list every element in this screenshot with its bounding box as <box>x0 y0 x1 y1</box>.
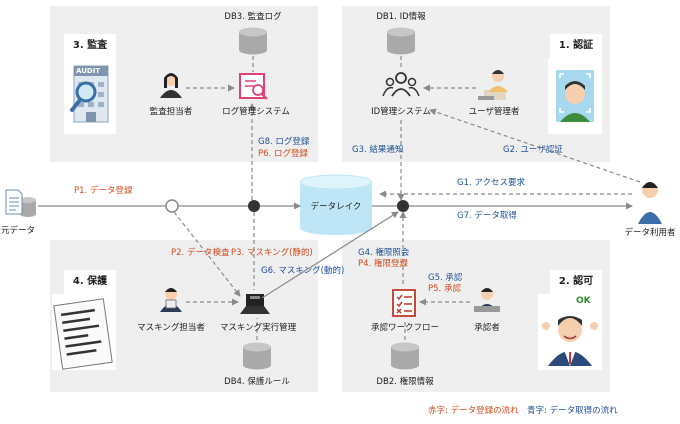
flow-g3-label: G3. 結果通知 <box>352 145 404 155</box>
db3-cylinder <box>239 27 267 55</box>
zone-authz-title-box <box>550 270 602 294</box>
db1-cylinder <box>387 27 415 55</box>
flow-g4-label: G4. 権限照会 <box>358 248 410 258</box>
zone-audit-title-box <box>64 34 116 58</box>
checklist-icon <box>392 289 416 317</box>
data-user-person-icon <box>638 182 662 224</box>
node-mask <box>248 200 260 212</box>
db4-label: DB4. 保護ルール <box>224 377 290 387</box>
db4-cylinder <box>243 342 271 370</box>
audit-badge-text: AUDIT <box>76 67 101 75</box>
db3-label: DB3. 監査ログ <box>224 12 282 22</box>
flow-g7-label: G7. データ取得 <box>457 211 517 221</box>
face-recognition-icon <box>556 70 594 122</box>
approver-person-icon <box>474 288 500 312</box>
zone-title-auth: 1. 認証 <box>558 40 594 51</box>
log-search-icon <box>239 73 268 100</box>
auditor-label: 監査担当者 <box>149 107 193 117</box>
source-data-label: 元データ <box>0 226 36 236</box>
ok-person-icon <box>542 316 598 366</box>
source-document-icon <box>5 189 23 215</box>
node-access <box>397 200 409 212</box>
source-data-cylinder <box>20 197 36 217</box>
legend-red: 赤字: データ登録の流れ <box>428 406 519 416</box>
ok-badge-text: OK <box>576 296 591 306</box>
db2-cylinder <box>391 342 419 370</box>
approval-wf-label: 承認ワークフロー <box>370 323 440 333</box>
data-user-label: データ利用者 <box>624 228 676 238</box>
zone-title-audit: 3. 監査 <box>72 40 108 51</box>
approver-label: 承認者 <box>474 323 500 333</box>
auditor-person-icon <box>160 73 182 98</box>
zone-protect-title-box <box>64 270 116 294</box>
magnifier-icon <box>70 81 97 112</box>
flow-p2-label: P2. データ検査 <box>171 248 230 258</box>
flow-g2-label: G2. ユーザ認証 <box>503 145 563 155</box>
flow-g8-label: G8. ログ登録 <box>258 137 310 147</box>
user-admin-label: ユーザ管理者 <box>468 107 520 117</box>
flow-arrows <box>38 56 641 340</box>
user-group-icon <box>382 72 420 97</box>
flow-g1-label: G1. アクセス要求 <box>457 178 525 188</box>
masking-admin-label: マスキング担当者 <box>137 323 205 333</box>
flow-g6-label: G6. マスキング(動的) <box>261 266 345 276</box>
zone-auth-title-box <box>550 34 602 58</box>
user-admin-person-icon <box>478 70 508 100</box>
flow-g5-label: G5. 承認 <box>428 273 463 283</box>
masked-document-icon <box>53 298 113 370</box>
legend-blue: 青字: データ取得の流れ <box>527 406 618 416</box>
flow-p4-label: P4. 権限登録 <box>358 259 408 269</box>
node-inspect <box>165 199 179 213</box>
log-mgmt-label: ログ管理システム <box>222 107 290 117</box>
flow-p5-label: P5. 承認 <box>428 284 461 294</box>
id-mgmt-label: ID管理システム <box>371 107 431 117</box>
masking-machine-icon <box>240 294 270 314</box>
zone-title-authz: 2. 認可 <box>558 276 594 287</box>
flow-p3-label: P3. マスキング(静的) <box>231 248 313 258</box>
flow-p6-label: P6. ログ登録 <box>258 149 308 159</box>
flow-p1-label: P1. データ登録 <box>74 186 133 196</box>
data-lake-cylinder <box>299 174 373 235</box>
masking-exec-label: マスキング実行管理 <box>219 323 297 333</box>
db1-label: DB1. ID情報 <box>376 12 426 22</box>
masking-admin-person-icon <box>160 288 182 312</box>
data-lake-label: データレイク <box>310 202 362 212</box>
zone-title-protect: 4. 保護 <box>72 276 108 287</box>
db2-label: DB2. 権限情報 <box>376 377 434 387</box>
